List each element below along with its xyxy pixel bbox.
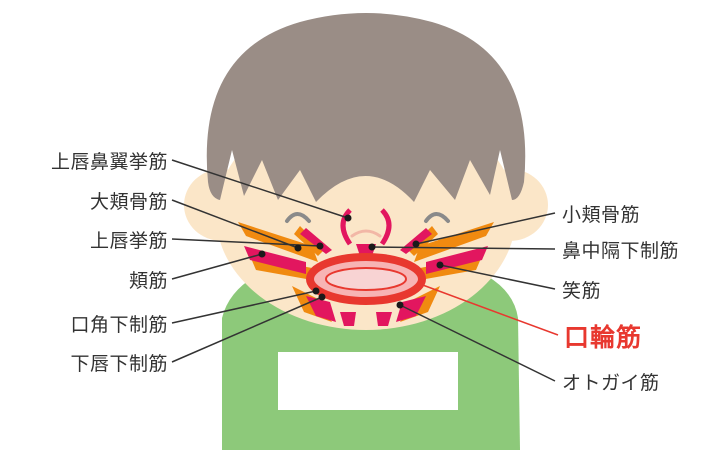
label-buccinator: 頬筋 [129, 266, 168, 293]
label-zygomaticus-minor: 小頬骨筋 [562, 200, 640, 227]
label-depressor-anguli-oris: 口角下制筋 [70, 310, 168, 337]
label-levator-labii-alaeque: 上唇鼻翼挙筋 [51, 147, 168, 174]
label-mentalis: オトガイ筋 [562, 368, 660, 395]
label-levator-labii: 上唇挙筋 [90, 226, 168, 253]
label-zygomaticus-major: 大頬骨筋 [90, 187, 168, 214]
shirt-stripe [278, 352, 458, 410]
label-depressor-labii-inferioris: 下唇下制筋 [70, 349, 168, 376]
mouth [326, 268, 406, 290]
label-orbicularis-oris: 口輪筋 [564, 318, 642, 354]
label-risorius: 笑筋 [562, 276, 601, 303]
label-depressor-septi: 鼻中隔下制筋 [562, 236, 679, 263]
